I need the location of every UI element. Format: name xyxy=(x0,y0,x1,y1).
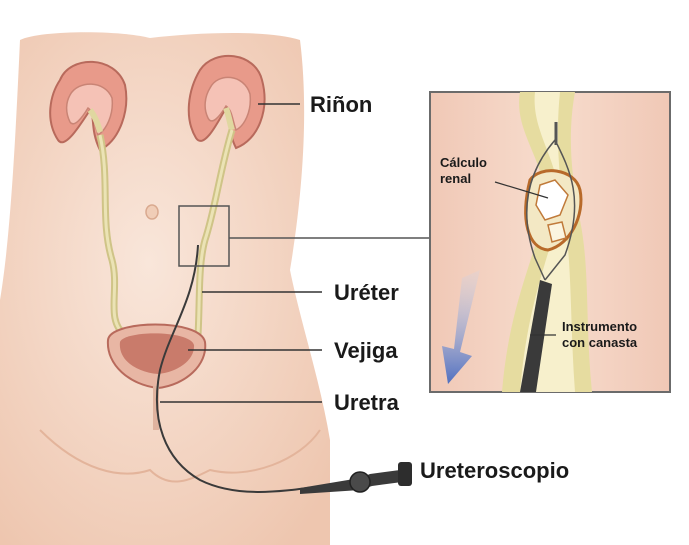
label-calculo-line2: renal xyxy=(440,171,472,186)
bladder-inner xyxy=(119,333,195,374)
scope-cable xyxy=(156,244,331,493)
right-ureter-core xyxy=(196,129,234,336)
label-uretra: Uretra xyxy=(334,390,399,415)
label-ureteroscopio: Ureteroscopio xyxy=(420,458,570,483)
label-ureter: Uréter xyxy=(334,280,399,305)
navel xyxy=(145,204,159,220)
kidney-stone xyxy=(524,169,583,252)
label-instrumento: Instrumento con canasta xyxy=(562,319,637,351)
legs-outline xyxy=(39,429,321,483)
label-instrumento-line1: Instrumento xyxy=(562,319,638,334)
label-instrumento-line2: con canasta xyxy=(562,335,638,350)
basket-wire-1 xyxy=(544,139,576,281)
right-kidney xyxy=(187,54,266,150)
label-rinon: Riñon xyxy=(310,92,373,117)
basket-wire-2 xyxy=(526,139,556,281)
zoom-box xyxy=(178,205,230,267)
inset-scope xyxy=(520,280,552,392)
left-ureter-core xyxy=(98,134,126,337)
calculo-pointer xyxy=(494,181,549,199)
label-calculo-renal: Cálculo renal xyxy=(440,155,487,187)
torso xyxy=(0,32,330,545)
ureteroscope-handle xyxy=(300,462,412,494)
direction-arrow xyxy=(442,270,480,384)
left-kidney xyxy=(49,60,128,152)
label-calculo-line1: Cálculo xyxy=(440,155,487,170)
label-vejiga: Vejiga xyxy=(334,338,398,363)
inset-panel xyxy=(429,91,671,393)
